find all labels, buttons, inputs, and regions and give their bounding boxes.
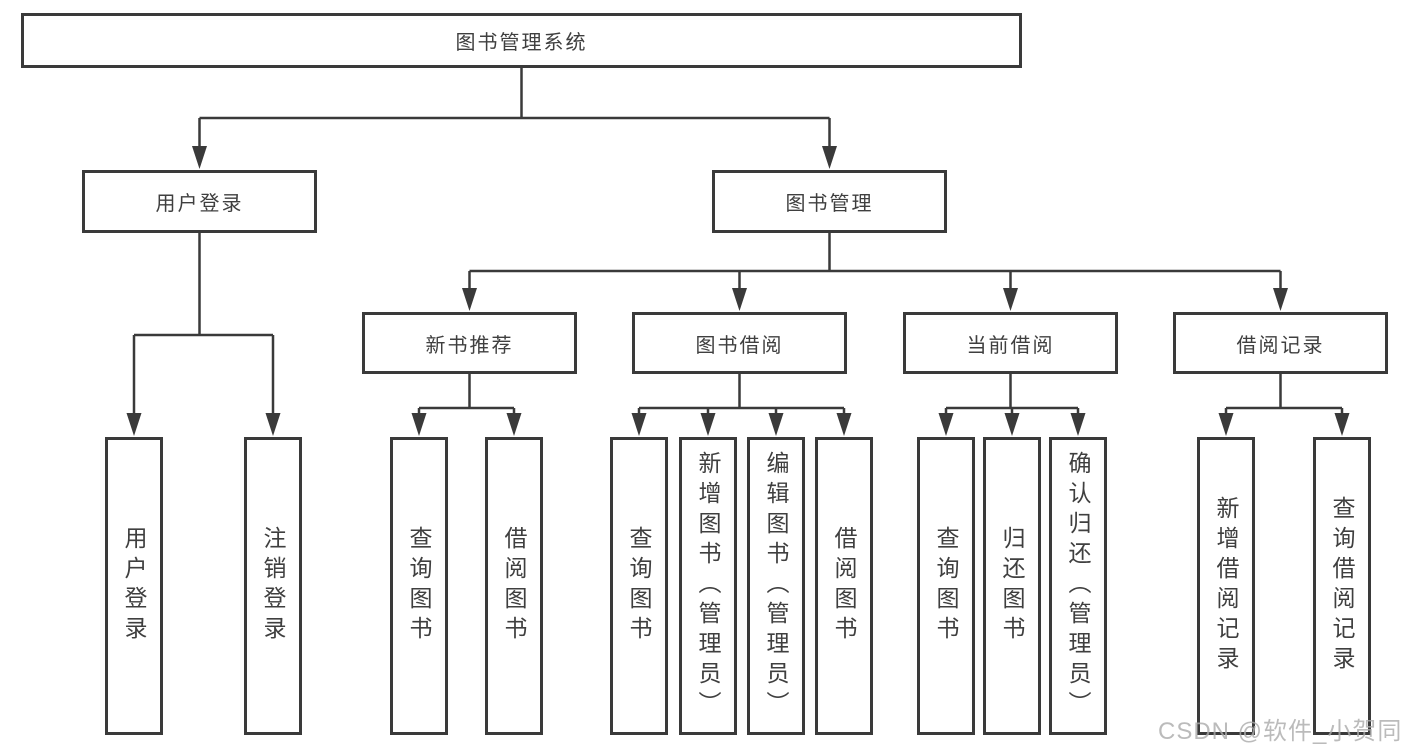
node-label: 借阅图书 bbox=[831, 526, 857, 646]
node-label: 注销登录 bbox=[260, 526, 286, 646]
node-label: 图书管理系统 bbox=[455, 32, 588, 54]
leaf-logout: 注销登录 bbox=[244, 437, 302, 735]
node-label: 新书推荐 bbox=[425, 334, 514, 357]
node-root-system: 图书管理系统 bbox=[21, 13, 1022, 68]
node-label: 图书管理 bbox=[785, 193, 874, 215]
leaf-confirm-return-admin: 确认归还（管理员） bbox=[1049, 437, 1107, 735]
node-label: 用户登录 bbox=[121, 526, 147, 646]
node-label: 用户登录 bbox=[155, 193, 244, 215]
node-label: 查询图书 bbox=[406, 526, 432, 646]
leaf-query-books-3: 查询图书 bbox=[917, 437, 975, 735]
leaf-query-borrow-record: 查询借阅记录 bbox=[1313, 437, 1371, 735]
leaf-user-login: 用户登录 bbox=[105, 437, 163, 735]
node-label: 查询图书 bbox=[933, 526, 959, 646]
leaf-edit-books-admin: 编辑图书（管理员） bbox=[747, 437, 805, 735]
arrowheads bbox=[126, 146, 1350, 436]
node-label: 新增借阅记录 bbox=[1213, 496, 1239, 676]
leaf-borrow-books-1: 借阅图书 bbox=[485, 437, 543, 735]
node-user-login-group: 用户登录 bbox=[82, 170, 317, 233]
node-label: 查询图书 bbox=[626, 526, 652, 646]
node-current-borrowing: 当前借阅 bbox=[903, 312, 1118, 374]
node-label: 借阅记录 bbox=[1236, 334, 1325, 357]
leaf-query-books-1: 查询图书 bbox=[390, 437, 448, 735]
leaf-query-books-2: 查询图书 bbox=[610, 437, 668, 735]
node-label: 确认归还（管理员） bbox=[1065, 451, 1091, 721]
node-label: 新增图书（管理员） bbox=[695, 451, 721, 721]
node-borrowing-records: 借阅记录 bbox=[1173, 312, 1388, 374]
leaf-add-borrow-record: 新增借阅记录 bbox=[1197, 437, 1255, 735]
leaf-borrow-books-2: 借阅图书 bbox=[815, 437, 873, 735]
node-book-borrowing: 图书借阅 bbox=[632, 312, 847, 374]
leaf-return-books: 归还图书 bbox=[983, 437, 1041, 735]
node-label: 当前借阅 bbox=[966, 334, 1055, 357]
node-label: 借阅图书 bbox=[501, 526, 527, 646]
node-label: 编辑图书（管理员） bbox=[763, 451, 789, 721]
node-label: 图书借阅 bbox=[695, 334, 784, 357]
node-new-book-recommendation: 新书推荐 bbox=[362, 312, 577, 374]
node-book-management-group: 图书管理 bbox=[712, 170, 947, 233]
node-label: 归还图书 bbox=[999, 526, 1025, 646]
node-label: 查询借阅记录 bbox=[1329, 496, 1355, 676]
leaf-add-books-admin: 新增图书（管理员） bbox=[679, 437, 737, 735]
